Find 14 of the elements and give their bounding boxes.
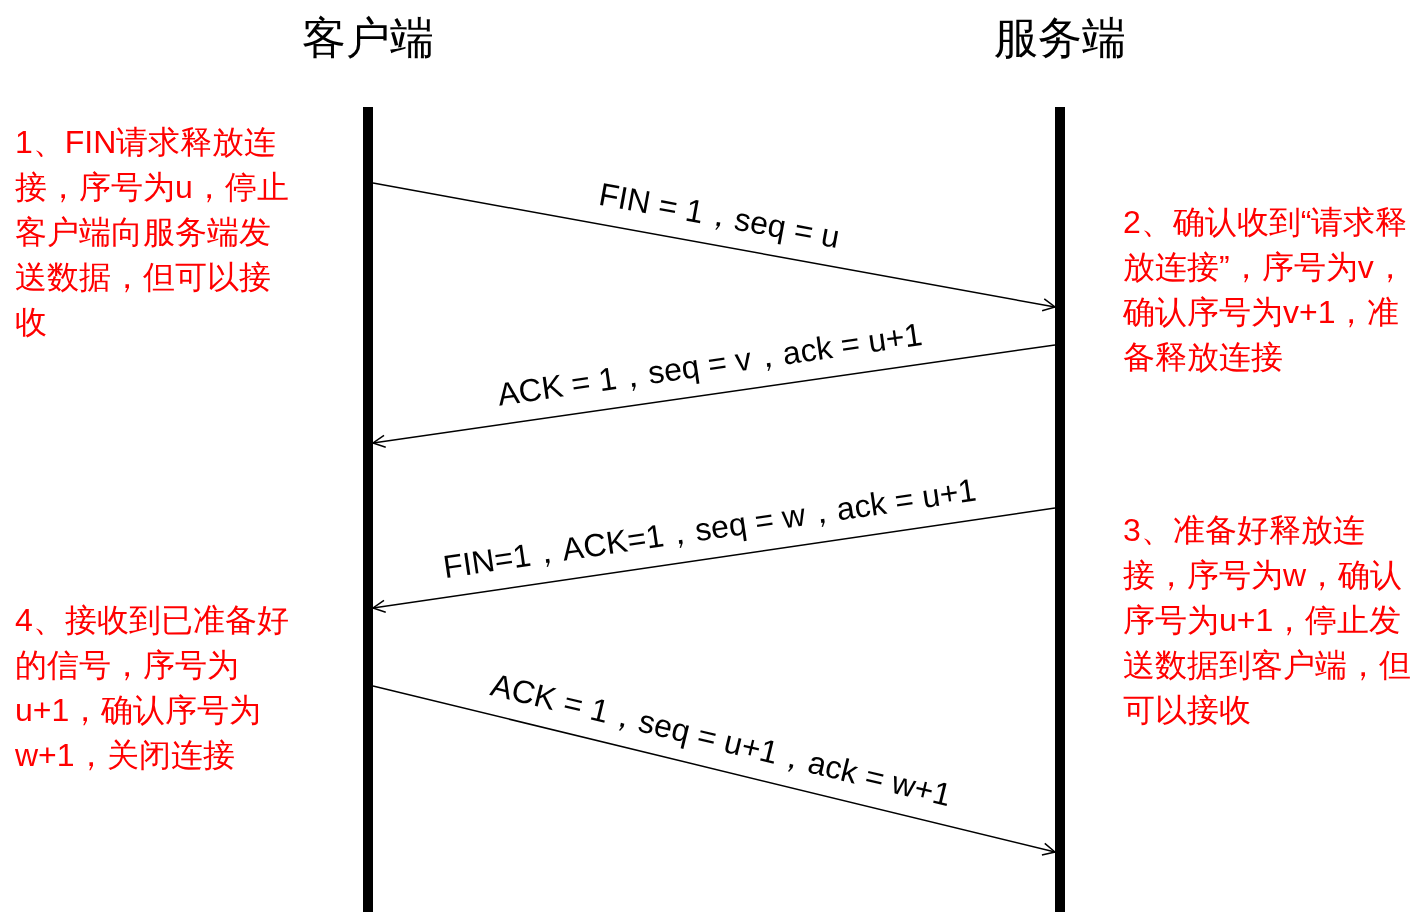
edge-label: ACK = 1，seq = v，ack = u+1 (494, 315, 926, 414)
lifeline-heading: 客户端 (302, 12, 434, 64)
lifeline-heading: 服务端 (994, 12, 1126, 64)
step-note: 2、确认收到“请求释放连接”，序号为v，确认序号为v+1，准备释放连接 (1123, 203, 1409, 377)
step-note: 1、FIN请求释放连接，序号为u，停止客户端向服务端发送数据，但可以接收 (15, 123, 290, 342)
message-arrow (372, 344, 1056, 448)
edge-label: FIN = 1，seq = u (595, 175, 844, 256)
message-arrow (372, 507, 1056, 613)
step-note: 3、准备好释放连接，序号为w，确认序号为u+1，停止发送数据到客户端，但可以接收 (1123, 511, 1412, 730)
message-arrow (372, 685, 1056, 856)
step-note: 4、接收到已准备好的信号，序号为u+1，确认序号为w+1，关闭连接 (15, 601, 290, 775)
edge-label: FIN=1，ACK=1，seq = w，ack = u+1 (439, 470, 980, 586)
message-arrow (372, 182, 1056, 312)
edge-label: ACK = 1，seq = u+1，ack = w+1 (486, 665, 956, 815)
